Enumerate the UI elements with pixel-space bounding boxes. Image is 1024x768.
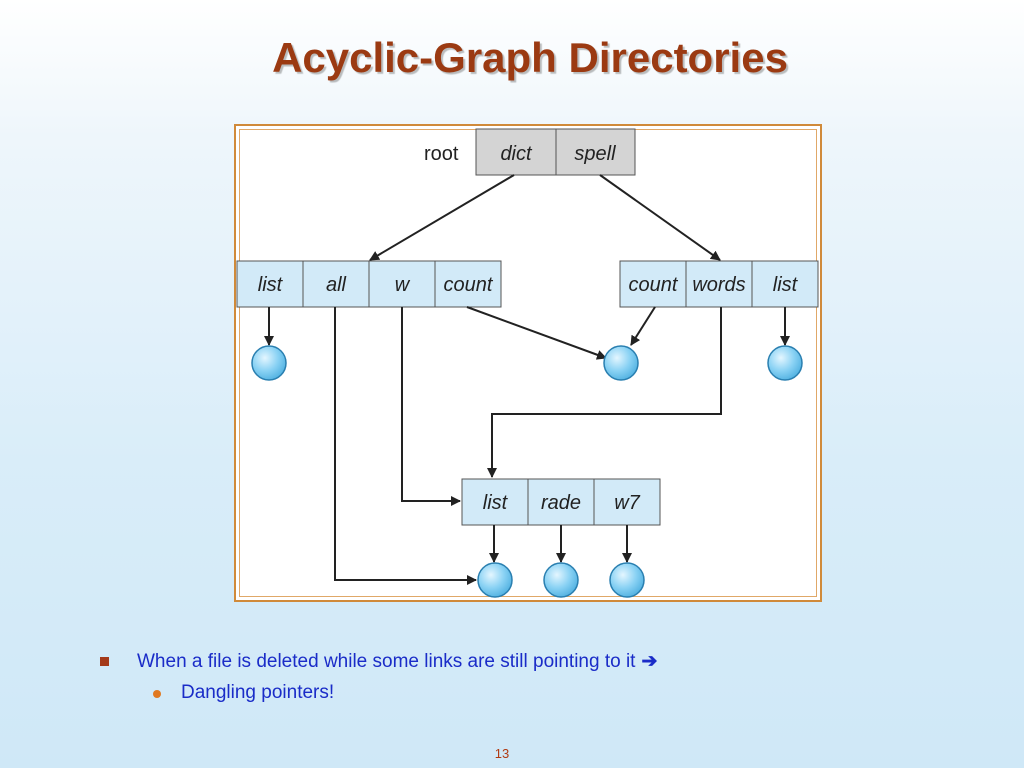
shared-cell-rade-label: rade xyxy=(541,492,581,514)
bullet-item-level1: When a file is deleted while some links … xyxy=(100,650,900,682)
edge-spell-count-to-count-file xyxy=(630,306,656,346)
right-arrow-icon: ➔ xyxy=(641,651,658,672)
bullet-level1-text: When a file is deleted while some links … xyxy=(137,651,636,672)
shared-cell-w7-label: w7 xyxy=(614,492,640,514)
dict-cell-list-label: list xyxy=(258,274,284,296)
dict-cell-list xyxy=(236,260,304,308)
round-bullet-icon xyxy=(153,690,161,698)
root-cell-spell-label: spell xyxy=(574,143,616,165)
root-cell-dict xyxy=(475,128,557,176)
page-number: 13 xyxy=(494,746,510,761)
dict-cell-count xyxy=(434,260,502,308)
bullet-level1-text-wrap: When a file is deleted while some links … xyxy=(137,650,657,673)
file-node-w7 xyxy=(609,562,645,598)
shared-cell-rade xyxy=(527,478,595,526)
spell-directory: count words list xyxy=(619,260,819,308)
edge-spell-words-to-shared-dir xyxy=(487,307,722,478)
root-cell-spell xyxy=(555,128,636,176)
file-node-count xyxy=(603,345,639,381)
dict-cell-w xyxy=(368,260,436,308)
edge-spell-to-spell-dir xyxy=(599,174,721,261)
spell-cell-list-label: list xyxy=(773,274,799,296)
edge-dict-w-to-shared-dir xyxy=(401,307,461,506)
dict-cell-w-label: w xyxy=(395,274,411,296)
bullet-list: When a file is deleted while some links … xyxy=(100,650,900,714)
spell-cell-count-label: count xyxy=(629,274,679,296)
spell-cell-words-label: words xyxy=(692,274,745,296)
bullet-level2-text: Dangling pointers! xyxy=(181,682,335,703)
edge-dict-count-to-count-file xyxy=(466,306,607,360)
file-nodes xyxy=(251,345,803,598)
file-node-rade xyxy=(543,562,579,598)
acyclic-graph-diagram: root dict spell list all w count count w… xyxy=(236,128,819,598)
slide-title: Acyclic-Graph Directories xyxy=(272,34,788,81)
bullet-item-level2: Dangling pointers! xyxy=(100,682,900,714)
shared-cell-list xyxy=(461,478,529,526)
dict-cell-count-label: count xyxy=(444,274,494,296)
shared-cell-list-label: list xyxy=(483,492,509,514)
edge-dict-to-dict-dir xyxy=(369,174,515,261)
file-node-shared-list xyxy=(477,562,513,598)
dict-directory: list all w count xyxy=(236,260,502,308)
file-node-spell-list xyxy=(767,345,803,381)
edge-dict-all-to-list-file xyxy=(334,307,477,585)
spell-cell-words xyxy=(685,260,753,308)
spell-cell-count xyxy=(619,260,687,308)
square-bullet-icon xyxy=(100,657,109,666)
file-node-dict-list xyxy=(251,345,287,381)
root-directory: dict spell xyxy=(475,128,636,176)
root-cell-dict-label: dict xyxy=(500,143,533,165)
shared-directory: list rade w7 xyxy=(461,478,661,526)
root-label: root xyxy=(424,143,459,165)
dict-cell-all-label: all xyxy=(326,274,347,296)
edges xyxy=(264,174,790,585)
